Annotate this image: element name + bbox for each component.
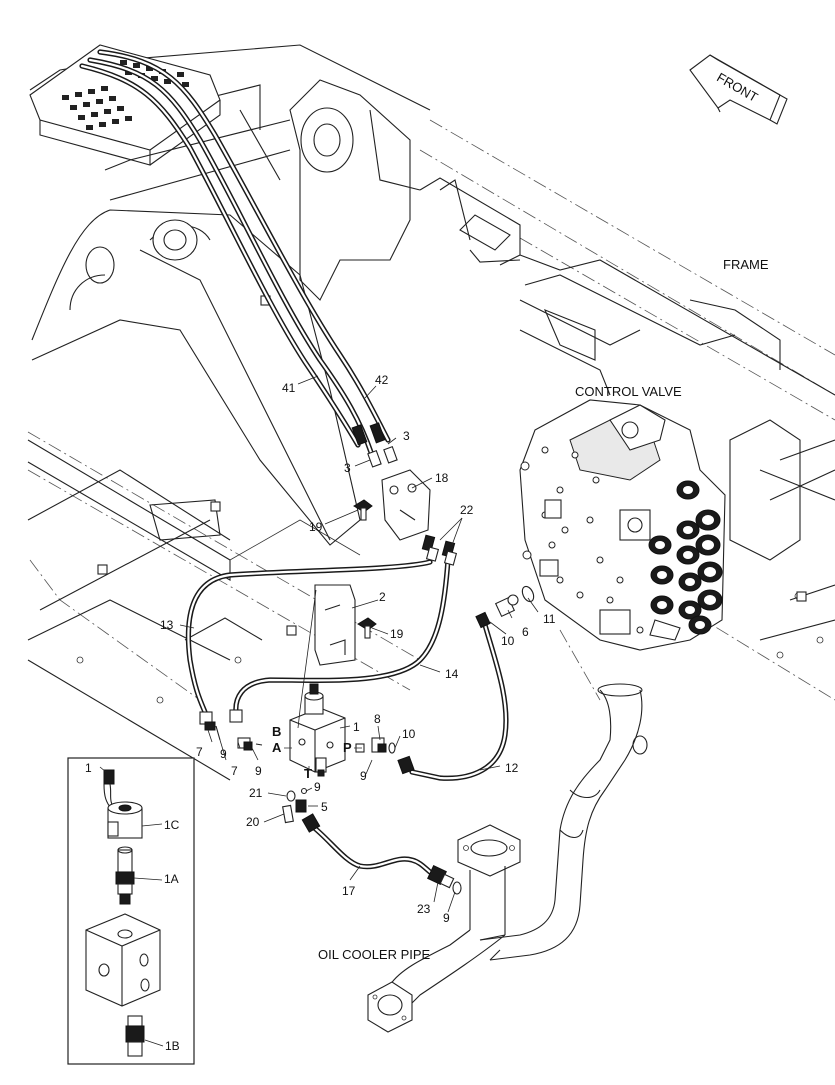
callout-8: 8 [374, 712, 381, 726]
callout-1a: 1A [164, 872, 179, 886]
control-valve [519, 399, 726, 651]
inset-labels: 1 1C 1A 1B [85, 761, 180, 1053]
fittings [199, 422, 535, 895]
front-arrow: FRONT [689, 54, 788, 125]
callout-13: 13 [160, 618, 174, 632]
callout-1: 1 [353, 720, 360, 734]
solenoid-valve-1 [289, 683, 346, 777]
callout-20: 20 [246, 815, 260, 829]
callout-9-d: 9 [314, 780, 321, 794]
callout-6: 6 [522, 625, 529, 639]
port-t: T [304, 766, 312, 781]
callout-42: 42 [375, 373, 389, 387]
port-labels: B A P T [272, 724, 362, 781]
port-b: B [272, 724, 281, 739]
frame-label: FRAME [723, 257, 769, 272]
callout-2: 2 [379, 590, 386, 604]
hoses [79, 49, 509, 875]
callout-9-a: 9 [220, 747, 227, 761]
callout-41: 41 [282, 381, 296, 395]
inset-detail-1 [67, 757, 195, 1065]
callout-11: 11 [543, 612, 556, 626]
callout-numbers: 41 42 3 3 18 19 22 2 19 13 14 11 6 10 1 … [160, 373, 556, 925]
valve-spools [619, 480, 723, 635]
port-p: P [343, 740, 352, 755]
callout-12: 12 [505, 761, 519, 775]
callout-22: 22 [460, 503, 474, 517]
oil-cooler-pipe-label: OIL COOLER PIPE [318, 947, 431, 962]
assembly-labels: FRAME CONTROL VALVE OIL COOLER PIPE [318, 257, 769, 962]
callout-7-b: 7 [231, 764, 238, 778]
callout-9-b: 9 [255, 764, 262, 778]
callout-23: 23 [417, 902, 431, 916]
callout-1b: 1B [165, 1039, 180, 1053]
callout-10-b: 10 [402, 727, 416, 741]
callout-19-a: 19 [309, 520, 323, 534]
port-a: A [272, 740, 282, 755]
callout-7-a: 7 [196, 745, 203, 759]
leader-lines [99, 375, 539, 1047]
frame-structure [27, 44, 835, 781]
callout-18: 18 [435, 471, 449, 485]
callout-10-a: 10 [501, 634, 515, 648]
callout-3-b: 3 [344, 461, 351, 475]
control-valve-label: CONTROL VALVE [575, 384, 682, 399]
callout-5: 5 [321, 800, 328, 814]
callout-9-e: 9 [443, 911, 450, 925]
callout-9-c: 9 [360, 769, 367, 783]
callout-1c: 1C [164, 818, 180, 832]
inset-title: 1 [85, 761, 92, 775]
callout-19-b: 19 [390, 627, 404, 641]
callout-14: 14 [445, 667, 459, 681]
callout-21: 21 [249, 786, 263, 800]
oil-cooler-pipe [367, 683, 648, 1033]
callout-3-a: 3 [403, 429, 410, 443]
callout-17: 17 [342, 884, 356, 898]
